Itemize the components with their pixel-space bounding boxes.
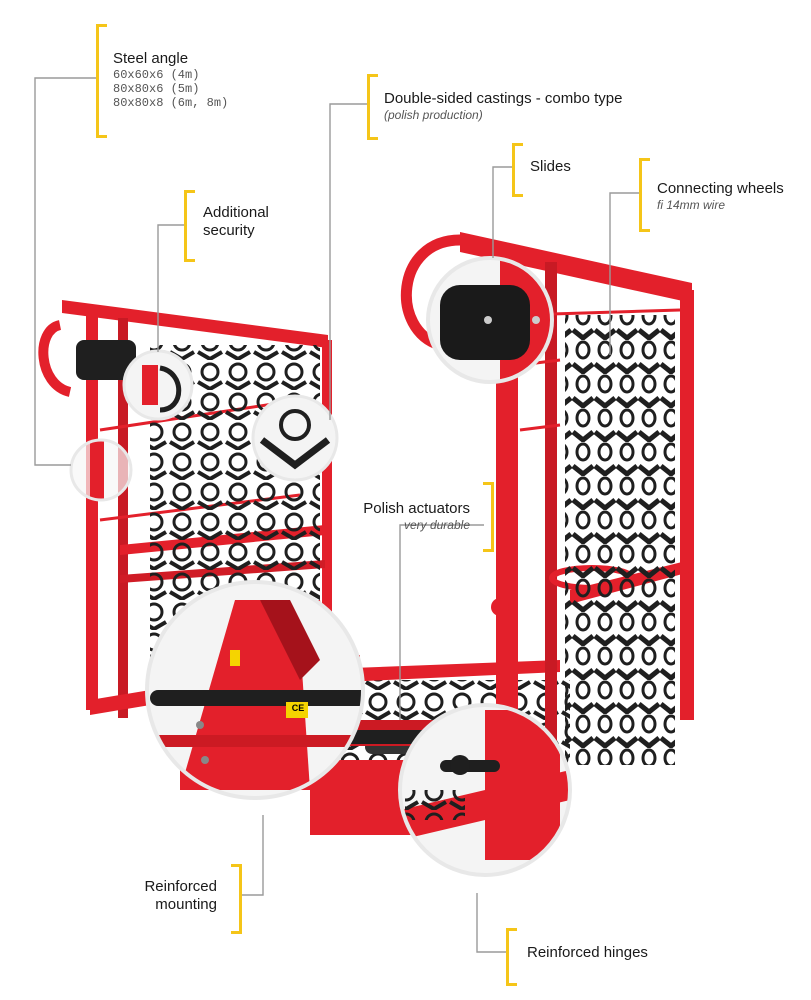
bracket-castings xyxy=(367,74,378,140)
leader-lines xyxy=(34,77,640,953)
bracket-mounting xyxy=(231,864,242,934)
ce-badge: CE xyxy=(291,703,305,713)
steel-angle-spec-2: 80x80x6 (5m) xyxy=(113,82,200,96)
bracket-security xyxy=(184,190,195,262)
label-slides: Slides xyxy=(530,158,571,176)
zoom-steel-angle xyxy=(69,438,133,502)
right-frame xyxy=(400,232,694,808)
zoom-mounting xyxy=(145,580,365,800)
bracket-slides xyxy=(512,143,523,197)
steel-angle-title: Steel angle xyxy=(113,50,189,67)
actuators-title: Polish actuators xyxy=(363,500,470,517)
label-castings: Double-sided castings - combo type (poli… xyxy=(384,90,622,122)
label-mounting: Reinforced mounting xyxy=(110,878,217,914)
bracket-hinges xyxy=(506,928,517,986)
zoom-security xyxy=(122,349,194,421)
label-security: Additional security xyxy=(203,204,269,240)
bracket-wheels xyxy=(639,158,650,232)
right-chains xyxy=(565,315,675,765)
steel-angle-spec-1: 60x60x6 (4m) xyxy=(113,68,200,82)
label-actuators: Polish actuators very durable xyxy=(340,500,470,532)
slides-title: Slides xyxy=(530,158,571,175)
label-wheels: Connecting wheels fi 14mm wire xyxy=(657,180,784,212)
wheels-title: Connecting wheels xyxy=(657,180,784,197)
zoom-slides xyxy=(426,256,554,384)
castings-note: (polish production) xyxy=(384,108,483,122)
security-title-line2: security xyxy=(203,222,255,239)
bracket-steel-angle xyxy=(96,24,107,138)
wheels-note: fi 14mm wire xyxy=(657,198,726,212)
hinges-title: Reinforced hinges xyxy=(527,944,648,961)
castings-title: Double-sided castings - combo type xyxy=(384,90,623,107)
steel-angle-spec-3: 80x80x8 (6m, 8m) xyxy=(113,96,229,110)
label-steel-angle: Steel angle 60x60x6 (4m) 80x80x6 (5m) 80… xyxy=(113,50,228,110)
security-title-line1: Additional xyxy=(203,204,269,221)
actuators-note: very durable xyxy=(403,518,470,532)
mounting-title-line2: mounting xyxy=(155,896,217,913)
bracket-actuators xyxy=(483,482,494,552)
mounting-title-line1: Reinforced xyxy=(144,878,217,895)
zoom-castings xyxy=(251,394,339,482)
label-hinges: Reinforced hinges xyxy=(527,944,648,962)
zoom-hinges xyxy=(398,703,572,877)
